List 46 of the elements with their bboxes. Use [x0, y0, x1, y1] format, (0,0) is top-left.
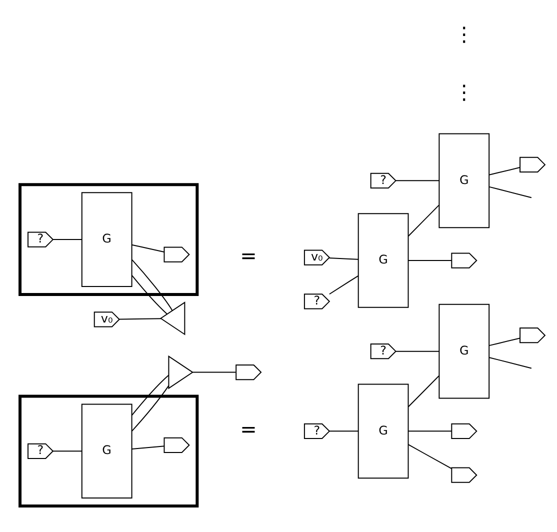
label: ⋮: [454, 22, 474, 46]
cluster: [18, 183, 199, 296]
connector: [408, 204, 440, 237]
node-pentagon: [236, 364, 262, 380]
connector: [395, 180, 440, 182]
node-box: G: [438, 133, 490, 228]
node-pentagon: [520, 328, 546, 344]
connector: [408, 375, 440, 408]
node-box: G: [358, 384, 409, 479]
connector: [488, 338, 520, 346]
connector: [408, 430, 452, 432]
node-box: G: [358, 213, 409, 308]
node-triangle: [168, 355, 194, 390]
node-pentagon: [451, 467, 478, 483]
connector: [52, 239, 82, 240]
connector: [408, 260, 452, 261]
connector: [131, 446, 165, 450]
node-triangle: [160, 302, 186, 336]
node-pentagon: [520, 156, 546, 173]
connector: [488, 186, 532, 198]
connector: [52, 450, 82, 452]
connector: [395, 350, 440, 352]
connector: [328, 258, 359, 260]
connector: [328, 430, 359, 432]
label: =: [240, 244, 257, 268]
connector: [488, 167, 520, 176]
connector: [408, 444, 452, 470]
node-pentagon: [451, 252, 478, 268]
connector: [131, 259, 173, 312]
node-box: G: [81, 404, 132, 499]
connector: [328, 275, 359, 295]
connector: [131, 374, 170, 416]
connector: [131, 275, 168, 315]
node-box: G: [81, 192, 132, 287]
connector: [118, 318, 162, 320]
node-pentagon: [164, 246, 190, 262]
connector: [192, 372, 236, 373]
node-pentagon: [164, 437, 190, 453]
label: =: [240, 417, 257, 442]
node-pentagon: [451, 423, 478, 439]
cluster: [18, 394, 199, 508]
connector: [131, 244, 165, 252]
label: ⋮: [454, 80, 474, 104]
connector: [488, 356, 532, 369]
connector: [131, 385, 170, 432]
node-box: G: [438, 304, 490, 399]
